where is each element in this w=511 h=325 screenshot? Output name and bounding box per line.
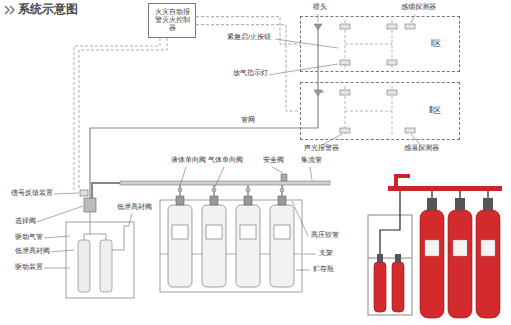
callout-label: 放气指示灯 <box>232 70 269 78</box>
callout-label: 液体单向阀 <box>170 157 207 165</box>
callout-label: 选择阀 <box>14 218 37 226</box>
callout-label: 管网 <box>240 117 256 125</box>
controller-box: 火灾自动报警灭火控制器 <box>148 3 196 38</box>
callout-label: 安全阀 <box>262 157 285 165</box>
callout-label: 支架 <box>318 250 334 258</box>
callout-label: 低泄高封阀 <box>14 248 51 256</box>
callout-label: 喷头 <box>312 4 328 12</box>
callout-label: 贮存瓶 <box>312 266 335 274</box>
node-text: Ⅰ区 <box>429 39 443 49</box>
wire-connector <box>196 17 300 44</box>
callout-label: 高压软管 <box>310 232 340 240</box>
callout-label: 低泄高封阀 <box>116 204 153 212</box>
node-text: 火灾自动报警灭火控制器 <box>152 9 192 32</box>
callout-label: 信号反馈装置 <box>10 190 54 198</box>
zone-box: Ⅰ区 <box>300 16 460 72</box>
callout-label: 驱动装置 <box>14 264 44 272</box>
callout-label: 声光报警器 <box>303 145 340 153</box>
callout-label: 感烟探测器 <box>400 4 437 12</box>
callout-label: 气体单向阀 <box>207 157 244 165</box>
callout-label: 感温探测器 <box>403 145 440 153</box>
callout-label: 紧急启/止按钮 <box>226 34 272 42</box>
callout-label: 集流管 <box>300 157 323 165</box>
node-text: Ⅱ区 <box>427 106 443 116</box>
zone-box: Ⅱ区 <box>300 82 460 140</box>
callout-label: 驱动气管 <box>14 234 44 242</box>
wire-connector <box>196 25 300 111</box>
diagram-title: 系统示意图 <box>18 2 78 16</box>
